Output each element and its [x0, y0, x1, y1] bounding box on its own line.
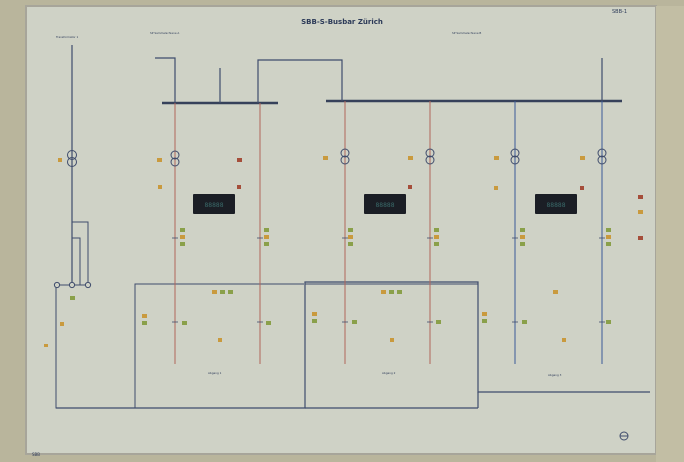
- indicator-lamp-icon: [158, 185, 162, 189]
- sbb-logo-icon: [619, 431, 629, 441]
- indicator-lamp-icon: [44, 344, 48, 347]
- indicator-lamp-icon: [180, 235, 185, 239]
- incoming-line-1: [155, 57, 176, 103]
- indicator-lamp-icon: [390, 338, 394, 342]
- indicator-lamp-icon: [606, 235, 611, 239]
- display-2-reading: 88888: [375, 202, 394, 209]
- display-2: [364, 194, 406, 214]
- indicator-lamp-icon: [397, 290, 402, 294]
- indicator-lamp-icon: [312, 319, 317, 323]
- indicator-lamp-icon: [638, 210, 643, 214]
- transformer-icon: [597, 148, 607, 165]
- indicator-lamp-icon: [562, 338, 566, 342]
- indicator-lamp-icon: [237, 185, 241, 189]
- indicator-lamp-icon: [638, 195, 643, 199]
- indicator-lamp-icon: [352, 320, 357, 324]
- indicator-lamp-icon: [606, 320, 611, 324]
- feeder-label-left: Transformator 1: [55, 35, 78, 39]
- indicator-lamp-icon: [434, 228, 439, 232]
- section1-label: Abgang 1: [208, 371, 222, 375]
- transformer-icon: [340, 148, 350, 165]
- indicator-lamp-icon: [522, 320, 527, 324]
- indicator-lamp-icon: [389, 290, 394, 294]
- indicator-lamp-icon: [348, 242, 353, 246]
- indicator-lamp-icon: [142, 321, 147, 325]
- feeder-ticks: [172, 237, 605, 323]
- display-3: [535, 194, 577, 214]
- indicator-lamp-icon: [606, 228, 611, 232]
- indicator-lamp-icon: [520, 242, 525, 246]
- transformer-icon: [170, 150, 180, 167]
- indicator-lamp-icon: [220, 290, 225, 294]
- bottom-bus-loop: [56, 281, 650, 409]
- feeder-label-right: SP Sammelschiene B: [452, 31, 481, 35]
- section1-frame: [134, 283, 304, 408]
- indicator-lamp-icon: [60, 322, 64, 326]
- indicator-lamp-icon: [157, 158, 162, 162]
- display-3-reading: 88888: [546, 202, 565, 209]
- section2-label: Abgang 2: [382, 371, 396, 375]
- corner-code: SBB-1: [612, 9, 627, 15]
- indicator-lamp-icon: [381, 290, 386, 294]
- indicator-lamp-icon: [520, 228, 525, 232]
- indicator-lamp-icon: [348, 228, 353, 232]
- incoming-line-3: [257, 59, 343, 103]
- mimic-board: [25, 5, 657, 455]
- indicator-lamp-icon: [264, 242, 269, 246]
- indicator-lamp-icon: [553, 290, 558, 294]
- indicator-lamp-icon: [436, 320, 441, 324]
- panel-title: SBB-S-Busbar Zürich: [301, 18, 383, 26]
- indicator-lamp-icon: [580, 186, 584, 190]
- breaker-icon-left: [53, 281, 92, 289]
- indicator-lamp-icon: [323, 156, 328, 160]
- indicator-lamp-icon: [494, 186, 498, 190]
- indicator-lamp-icon: [520, 235, 525, 239]
- footer-left-code: SBB: [32, 452, 40, 457]
- transformer-icon: [67, 150, 77, 167]
- indicator-lamp-icon: [580, 156, 585, 160]
- indicator-lamp-icon: [212, 290, 217, 294]
- indicator-lamp-icon: [434, 242, 439, 246]
- indicator-lamp-icon: [264, 228, 269, 232]
- indicator-lamp-icon: [180, 242, 185, 246]
- feeder-label-mid: SP Sammelschiene A: [150, 31, 179, 35]
- indicator-lamp-icon: [142, 314, 147, 318]
- indicator-lamp-icon: [408, 156, 413, 160]
- indicator-lamp-icon: [182, 321, 187, 325]
- indicator-lamp-icon: [312, 312, 317, 316]
- indicator-lamp-icon: [180, 228, 185, 232]
- indicator-lamp-icon: [638, 236, 643, 240]
- indicator-lamp-icon: [218, 338, 222, 342]
- indicator-lamp-icon: [237, 158, 242, 162]
- indicator-lamp-icon: [482, 312, 487, 316]
- indicator-lamp-icon: [348, 235, 353, 239]
- indicator-lamp-icon: [494, 156, 499, 160]
- indicator-lamp-icon: [70, 296, 75, 300]
- indicator-lamp-icon: [408, 185, 412, 189]
- indicator-lamp-icon: [482, 319, 487, 323]
- indicator-lamp-icon: [606, 242, 611, 246]
- indicator-lamp-icon: [434, 235, 439, 239]
- display-1-reading: 88888: [204, 202, 223, 209]
- indicator-lamp-icon: [264, 235, 269, 239]
- display-1: [193, 194, 235, 214]
- section3-label: Abgang 3: [548, 373, 562, 377]
- indicator-lamp-icon: [228, 290, 233, 294]
- indicator-lamp-icon: [266, 321, 271, 325]
- section2-frame: [304, 283, 478, 408]
- board-shadow-right: [656, 6, 684, 462]
- indicator-lamp-icon: [58, 158, 62, 162]
- transformer-icon: [425, 148, 435, 165]
- transformer-icon: [510, 148, 520, 165]
- transformer-loop-inner: [72, 237, 81, 285]
